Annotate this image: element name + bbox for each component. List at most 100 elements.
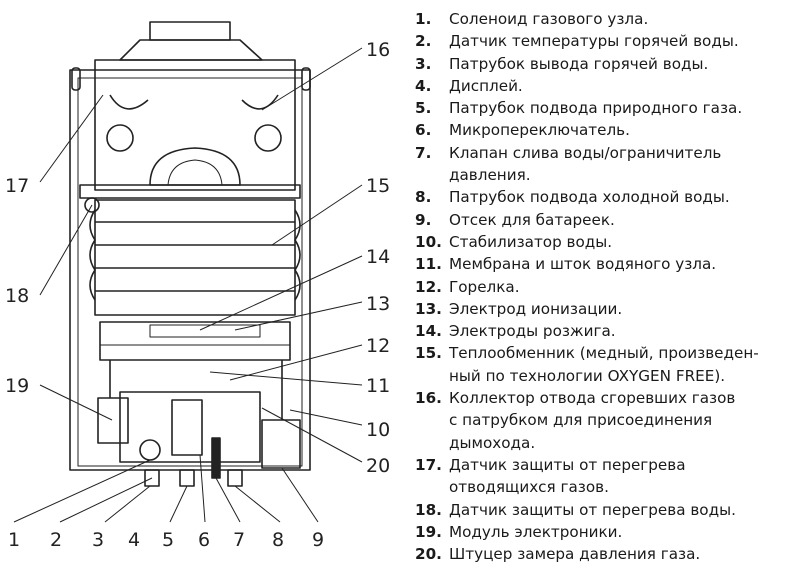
callout-7: 7 (233, 529, 245, 551)
legend-item: 10. Стабилизатор воды. (415, 231, 800, 253)
legend-item: 16. Коллектор отвода сгоревших газов с па… (415, 387, 800, 454)
water-valve (171, 399, 203, 456)
callout-14: 14 (366, 246, 390, 268)
battery-compartment (261, 419, 301, 469)
solenoid (139, 439, 161, 461)
cold-water-inlet (227, 469, 243, 487)
legend-text: Клапан слива воды/ограничитель давления. (449, 143, 722, 185)
exchanger-coil-left (89, 209, 96, 301)
legend-item: 13.Электрод ионизации. (415, 298, 800, 320)
legend-text: Датчик температуры горячей воды. (449, 32, 739, 51)
legend-item: 17. Датчик защиты от перегрева отводящихс… (415, 454, 800, 499)
legend-number: 6. (415, 121, 432, 140)
callout-8: 8 (272, 529, 284, 551)
leader-19 (39, 384, 113, 421)
legend-item: 14.Электроды розжига. (415, 320, 800, 342)
legend-item: 6. Микропереключатель. (415, 119, 800, 141)
callout-18: 18 (5, 285, 29, 307)
hood-hole-right (254, 124, 282, 152)
legend-item: 18. Датчик защиты от перегрева воды. (415, 499, 800, 521)
callout-6: 6 (198, 529, 210, 551)
leader-1 (13, 459, 151, 523)
legend-text: Патрубок вывода горячей воды. (449, 54, 709, 73)
leader-20 (261, 407, 363, 463)
leader-7 (215, 477, 241, 523)
leader-10 (289, 409, 363, 426)
hood-arch (149, 147, 241, 186)
legend-number: 17. (415, 455, 442, 474)
legend-number: 12. (415, 277, 442, 296)
legend-number: 7. (415, 143, 432, 162)
gas-valve-block (119, 391, 261, 463)
callout-3: 3 (92, 529, 104, 551)
leader-13 (234, 301, 363, 331)
legend-text: Датчик защиты от перегрева воды. (449, 500, 736, 519)
heat-exchanger (94, 199, 296, 316)
legend-number: 5. (415, 99, 432, 118)
legend-item: 4. Дисплей. (415, 75, 800, 97)
callout-9: 9 (312, 529, 324, 551)
legend-number: 8. (415, 188, 432, 207)
legend-item: 12. Горелка. (415, 276, 800, 298)
hanger-right (301, 67, 311, 91)
callout-1: 1 (8, 529, 20, 551)
legend-number: 15. (415, 344, 442, 363)
legend-text: Стабилизатор воды. (449, 232, 613, 251)
legend-text: Модуль электроники. (449, 522, 623, 541)
legend-text: Патрубок подвода холодной воды. (449, 188, 730, 207)
burner (99, 321, 291, 361)
legend-text: Коллектор отвода сгоревших газов с патру… (449, 389, 736, 452)
leader-2 (59, 477, 153, 523)
hot-water-outlet (144, 469, 160, 487)
legend-number: 18. (415, 500, 442, 519)
callout-4: 4 (128, 529, 140, 551)
legend-number: 11. (415, 255, 442, 274)
hood-slot-right (241, 94, 279, 110)
legend-text: Теплообменник (медный, произведен- ный п… (449, 344, 759, 385)
legend-text: Дисплей. (449, 76, 523, 95)
leader-18 (39, 204, 93, 296)
legend-item: 9.Отсек для батареек. (415, 209, 800, 231)
legend-number: 4. (415, 76, 432, 95)
legend-number: 3. (415, 54, 432, 73)
flue-pipe (149, 21, 231, 41)
legend-text: Горелка. (449, 277, 520, 296)
gas-inlet (179, 469, 195, 487)
callout-11: 11 (366, 375, 390, 397)
flue-collector (119, 39, 263, 61)
callout-16: 16 (366, 39, 390, 61)
legend-item: 7. Клапан слива воды/ограничитель давлени… (415, 142, 800, 187)
callout-20: 20 (366, 455, 390, 477)
legend-number: 13. (415, 299, 442, 318)
legend-number: 19. (415, 522, 442, 541)
callout-13: 13 (366, 293, 390, 315)
legend-item: 1.Соленоид газового узла. (415, 8, 800, 30)
callout-5: 5 (162, 529, 174, 551)
legend-text: Датчик защиты от перегрева отводящихся г… (449, 455, 686, 497)
leader-14 (199, 255, 363, 331)
callout-17: 17 (5, 175, 29, 197)
callout-2: 2 (50, 529, 62, 551)
exhaust-hood (94, 59, 296, 191)
hood-lower-edge (79, 184, 301, 199)
overheat-sensor (84, 197, 100, 213)
callout-19: 19 (5, 375, 29, 397)
hood-hole-left (106, 124, 134, 152)
leader-5 (169, 485, 188, 523)
component-legend: 1.Соленоид газового узла. 2. Датчик темпер… (415, 8, 800, 565)
leader-8 (234, 485, 281, 523)
legend-text: Соленоид газового узла. (449, 10, 649, 28)
callout-10: 10 (366, 419, 390, 441)
hood-slot-left (109, 94, 149, 110)
callout-12: 12 (366, 335, 390, 357)
legend-number: 2. (415, 32, 432, 51)
legend-number: 10. (415, 232, 442, 251)
legend-item: 2. Датчик температуры горячей воды. (415, 30, 800, 52)
legend-text: Микропереключатель. (449, 121, 630, 140)
leader-11 (209, 371, 363, 386)
legend-text: Отсек для батареек. (449, 210, 615, 229)
display-stem (211, 437, 221, 479)
legend-number: 16. (415, 389, 442, 408)
exchanger-coil-right (294, 209, 301, 301)
